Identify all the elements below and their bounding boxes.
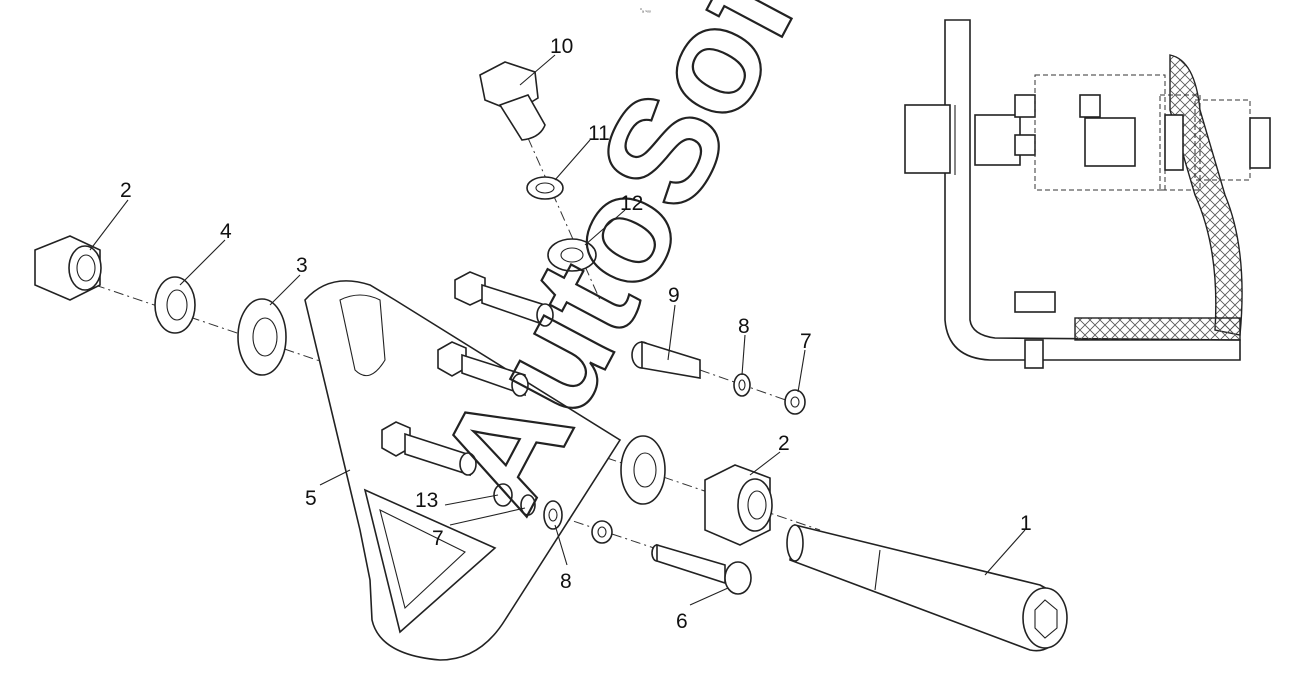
part-7-washer-center	[520, 494, 536, 516]
part-9-pin	[631, 340, 701, 379]
large-washer-center	[620, 435, 666, 505]
assembly-inset	[904, 19, 1271, 369]
callout-2-left: 2	[120, 179, 132, 202]
callout-5: 5	[305, 487, 317, 510]
part-11-lock-washer	[526, 176, 564, 200]
part-6-cap-screw	[651, 543, 752, 595]
bracket-bolt-middle	[437, 341, 529, 397]
callout-12: 12	[620, 192, 643, 215]
callout-8-right: 8	[738, 315, 750, 338]
callout-2-right: 2	[778, 432, 790, 455]
callout-3: 3	[296, 254, 308, 277]
header-code: °ₐ ₛₒₒ	[640, 8, 651, 14]
leader-lines	[89, 54, 1026, 606]
part-2-nut-right	[704, 464, 773, 546]
callout-13: 13	[415, 489, 438, 512]
part-8-washer-right	[733, 373, 751, 397]
part-2-nut-left	[34, 235, 102, 301]
callout-4: 4	[220, 220, 232, 243]
part-12-washer	[547, 238, 597, 272]
part-10-hex-bolt	[479, 61, 546, 141]
callout-11: 11	[588, 122, 610, 145]
part-1-shaft	[786, 524, 1068, 652]
bolt-axis-line	[519, 119, 601, 301]
small-washer-lower	[591, 520, 613, 544]
callout-9: 9	[668, 284, 680, 307]
callout-8-center: 8	[560, 570, 572, 593]
pin-axis-line	[699, 369, 801, 406]
callout-7-right: 7	[800, 330, 812, 353]
bracket-bolt-lower	[381, 421, 477, 477]
part-4-spring-washer	[154, 276, 196, 334]
callout-7-center: 7	[432, 527, 444, 550]
part-3-flat-washer	[237, 298, 287, 376]
callout-6: 6	[676, 610, 688, 633]
callout-10: 10	[550, 35, 573, 58]
callout-1: 1	[1020, 512, 1032, 535]
bracket-bolt-upper	[454, 271, 554, 327]
part-8-washer-center	[543, 500, 563, 530]
part-7-washer-right	[784, 389, 806, 415]
part-13-nut	[493, 483, 513, 507]
